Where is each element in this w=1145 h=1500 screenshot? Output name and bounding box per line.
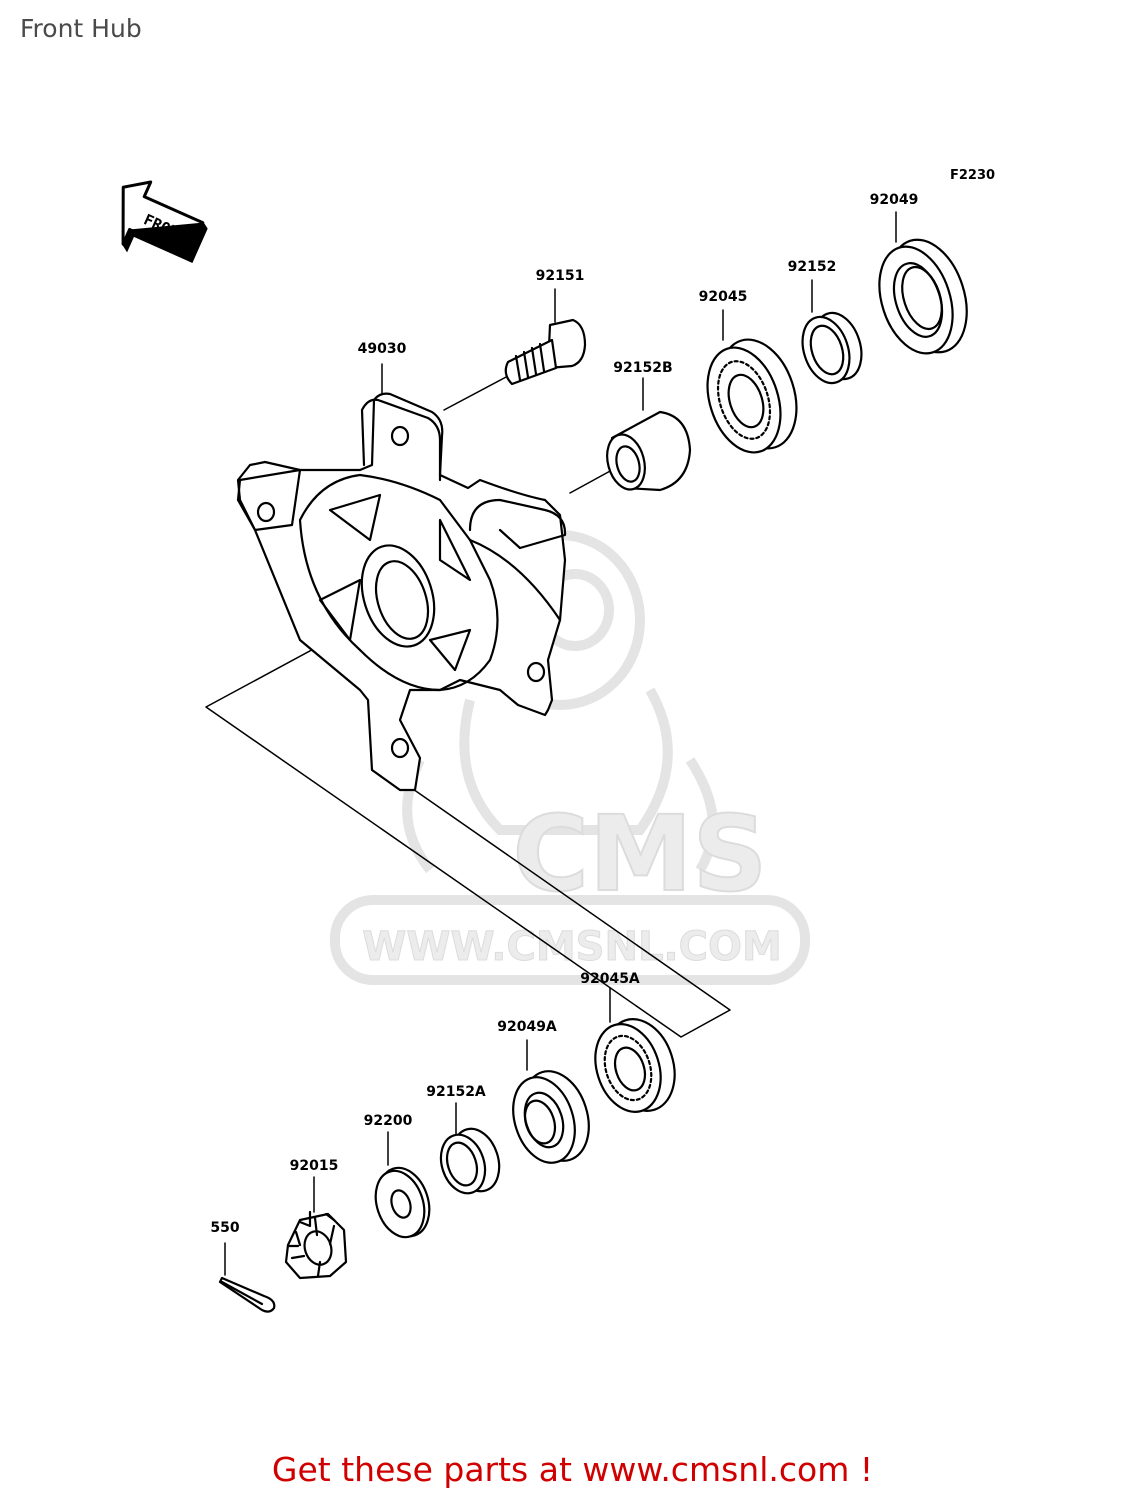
callout-49030: 49030	[357, 341, 407, 357]
page-title: Front Hub	[20, 14, 142, 43]
callout-92152B: 92152B	[613, 360, 673, 376]
part-92045-bearing	[706, 338, 798, 454]
watermark-brand: CMS	[513, 793, 768, 915]
front-arrow-icon: FRONT	[121, 180, 208, 263]
callout-92045A: 92045A	[580, 971, 640, 987]
part-92151-stud	[504, 318, 587, 386]
leader-lines	[205, 211, 897, 1276]
watermark-url: WWW.CMSNL.COM	[362, 924, 782, 970]
callout-92049A: 92049A	[497, 1019, 557, 1035]
part-92152-collar	[801, 311, 863, 385]
callout-92200: 92200	[363, 1113, 413, 1129]
part-92049A-seal	[512, 1070, 590, 1164]
part-550-cotter-pin	[218, 1276, 276, 1313]
callout-92045: 92045	[698, 289, 748, 305]
part-92049-seal	[878, 238, 968, 355]
part-92200-washer	[374, 1166, 431, 1239]
promo-text[interactable]: Get these parts at www.cmsnl.com !	[271, 1450, 874, 1489]
callout-92151: 92151	[535, 268, 585, 284]
diagram-code: F2230	[950, 168, 996, 183]
part-92152B-collar	[606, 410, 692, 492]
callout-92152A: 92152A	[426, 1084, 486, 1100]
part-92015-castle-nut	[284, 1210, 348, 1280]
part-92045A-bearing	[594, 1018, 676, 1113]
part-92152A-collar	[439, 1127, 501, 1195]
callout-92152: 92152	[787, 259, 837, 275]
callout-550: 550	[210, 1220, 240, 1236]
part-49030-hub	[236, 392, 567, 792]
watermark-banner	[330, 895, 810, 985]
callout-92015: 92015	[289, 1158, 339, 1174]
callout-92049: 92049	[869, 192, 919, 208]
